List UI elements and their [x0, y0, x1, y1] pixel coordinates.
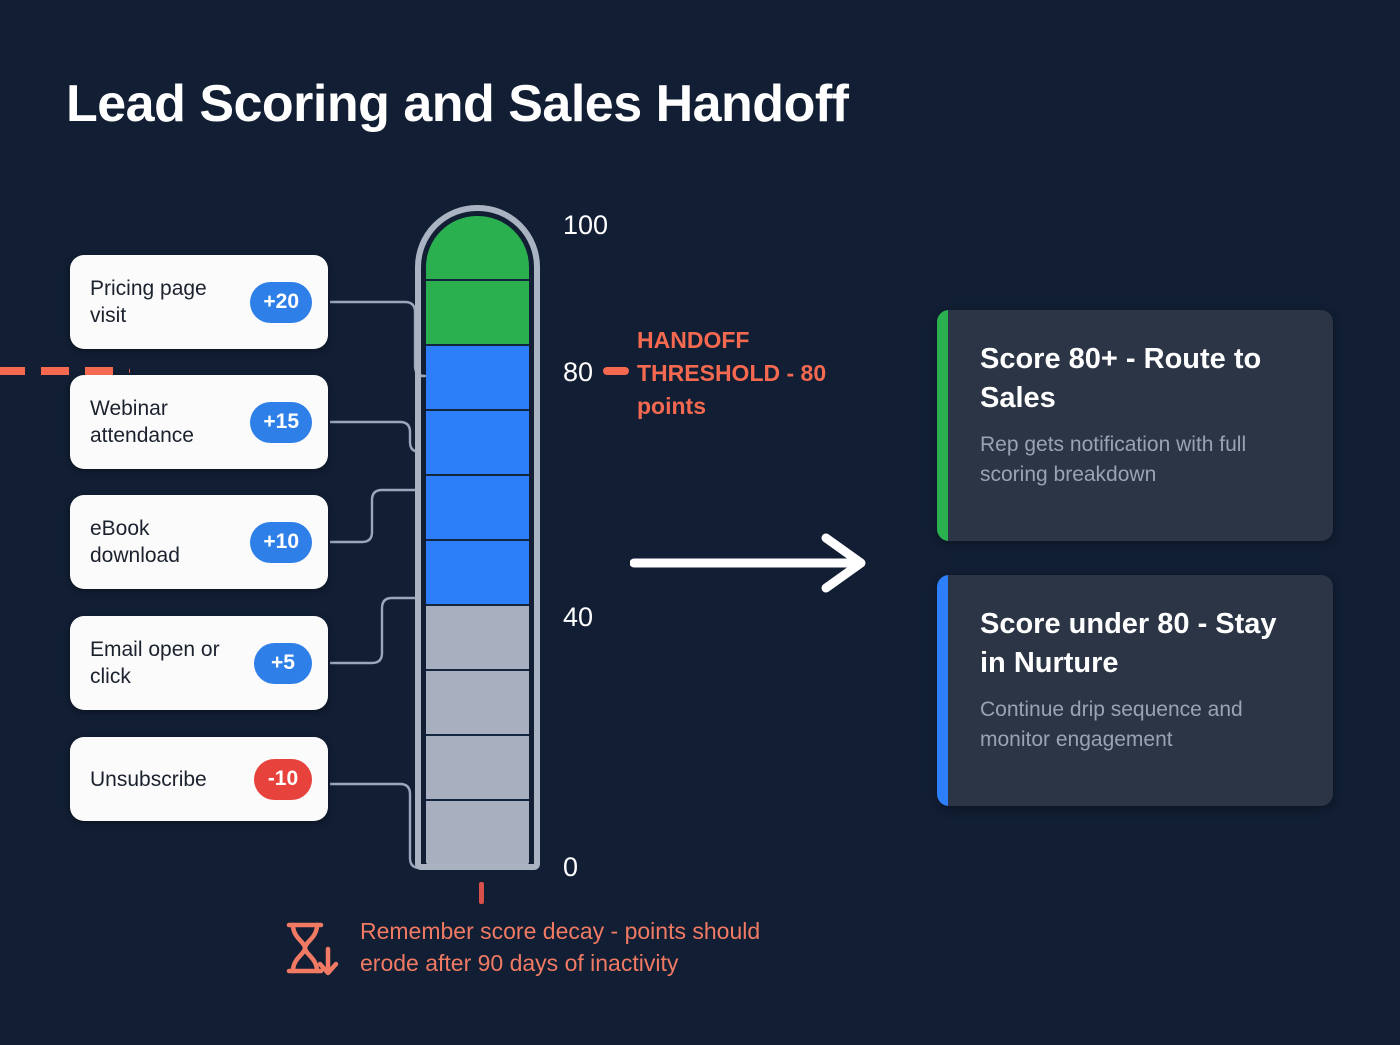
gauge-segment: [426, 671, 529, 736]
score-card-label: eBook download: [90, 517, 180, 567]
gauge-segment: [426, 476, 529, 541]
score-decay-text: Remember score decay - points should ero…: [360, 918, 761, 976]
score-card-unsubscribe[interactable]: Unsubscribe -10: [70, 737, 328, 821]
outcome-accent-bar: [937, 310, 948, 541]
outcome-description: Continue drip sequence and monitor engag…: [980, 698, 1243, 751]
outcome-description: Rep gets notification with full scoring …: [980, 433, 1247, 486]
gauge-scale-label-100: 100: [563, 210, 609, 240]
gauge-scale-label-0: 0: [563, 852, 579, 882]
gauge-segment: [426, 541, 529, 606]
score-card-label: Unsubscribe: [90, 767, 207, 791]
outcome-title: Score 80+ - Route to Sales: [980, 343, 1262, 414]
handoff-threshold-caption: HANDOFF THRESHOLD - 80 points: [637, 327, 827, 419]
gauge-segment: [426, 346, 529, 411]
flow-arrow-icon: [630, 533, 866, 593]
hourglass-down-icon: [286, 922, 339, 976]
lead-score-thermometer: [415, 205, 540, 870]
score-card-pricing-page-visit[interactable]: Pricing page visit +20: [70, 255, 328, 349]
outcome-accent-bar: [937, 575, 948, 806]
page-title: Lead Scoring and Sales Handoff: [66, 75, 849, 133]
gauge-segment: [426, 281, 529, 346]
gauge-segment: [426, 411, 529, 476]
score-badge: +5: [254, 642, 312, 684]
score-badge: +15: [250, 401, 312, 443]
outcome-card-route-to-sales[interactable]: Score 80+ - Route to Sales Rep gets noti…: [937, 310, 1333, 541]
score-card-webinar-attendance[interactable]: Webinar attendance +15: [70, 375, 328, 469]
score-badge: +20: [250, 281, 312, 323]
gauge-bottom-tick: [479, 882, 484, 904]
gauge-segment: [426, 606, 529, 671]
score-badge: +10: [250, 521, 312, 563]
outcome-title: Score under 80 - Stay in Nurture: [980, 608, 1277, 679]
score-card-label: Pricing page visit: [90, 277, 207, 327]
gauge-segment: [426, 736, 529, 801]
score-card-email-open-or-click[interactable]: Email open or click +5: [70, 616, 328, 710]
score-decay-note: Remember score decay - points should ero…: [284, 915, 760, 979]
score-card-label: Email open or click: [90, 638, 220, 688]
outcome-card-stay-in-nurture[interactable]: Score under 80 - Stay in Nurture Continu…: [937, 575, 1333, 806]
handoff-threshold-line: [0, 367, 130, 375]
score-badge: -10: [254, 758, 312, 800]
gauge-scale-label-80: 80: [563, 357, 594, 387]
gauge-scale-label-40: 40: [563, 602, 594, 632]
score-card-ebook-download[interactable]: eBook download +10: [70, 495, 328, 589]
handoff-threshold-dash: [603, 367, 629, 375]
thermometer-segments: [426, 216, 529, 864]
score-card-label: Webinar attendance: [90, 397, 194, 447]
thermometer-outline: [415, 205, 540, 870]
